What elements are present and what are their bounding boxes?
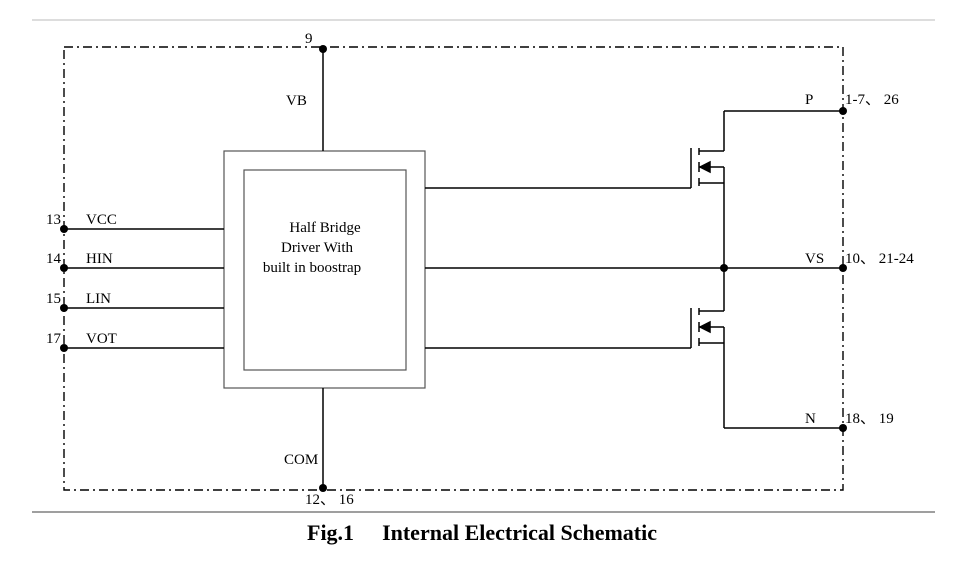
hin-pin-number: 14 — [46, 251, 62, 267]
hin-label: HIN — [86, 251, 113, 267]
n-terminal — [839, 424, 847, 432]
low-side-mosfet-symbol — [690, 268, 725, 428]
lin-terminal — [60, 304, 68, 312]
block-text-line3: built in boostrap — [263, 260, 361, 276]
p-pin-number: 1-7、 26 — [845, 92, 899, 108]
lin-label: LIN — [86, 291, 111, 307]
vs-pin-number: 10、 21-24 — [845, 251, 914, 267]
lin-pin-number: 15 — [46, 291, 61, 307]
vb-terminal — [319, 45, 327, 53]
hin-terminal — [60, 264, 68, 272]
vb-label: VB — [286, 93, 307, 109]
driver-block-inner — [243, 169, 407, 371]
block-text-line1: Half Bridge — [289, 220, 361, 236]
n-label: N — [805, 411, 816, 427]
vot-terminal — [60, 344, 68, 352]
com-label: COM — [284, 452, 318, 468]
p-terminal — [839, 107, 847, 115]
vs-terminal — [839, 264, 847, 272]
figure-title: Internal Electrical Schematic — [382, 520, 657, 545]
vcc-terminal — [60, 225, 68, 233]
vcc-label: VCC — [86, 212, 117, 228]
vot-label: VOT — [86, 331, 117, 347]
com-terminal — [319, 484, 327, 492]
p-label: P — [805, 92, 813, 108]
driver-block-outer — [223, 150, 426, 389]
com-pin-number: 12、 16 — [305, 492, 354, 508]
figure-caption: Fig.1 Internal Electrical Schematic — [0, 520, 964, 546]
figure-number: Fig.1 — [307, 520, 355, 545]
vcc-pin-number: 13 — [46, 212, 61, 228]
vs-label: VS — [805, 251, 824, 267]
n-pin-number: 18、 19 — [845, 411, 894, 427]
vot-pin-number: 17 — [46, 331, 62, 347]
high-side-mosfet-symbol — [690, 111, 725, 268]
block-text-line2: Driver With — [281, 240, 354, 256]
vb-pin-number: 9 — [305, 31, 313, 47]
